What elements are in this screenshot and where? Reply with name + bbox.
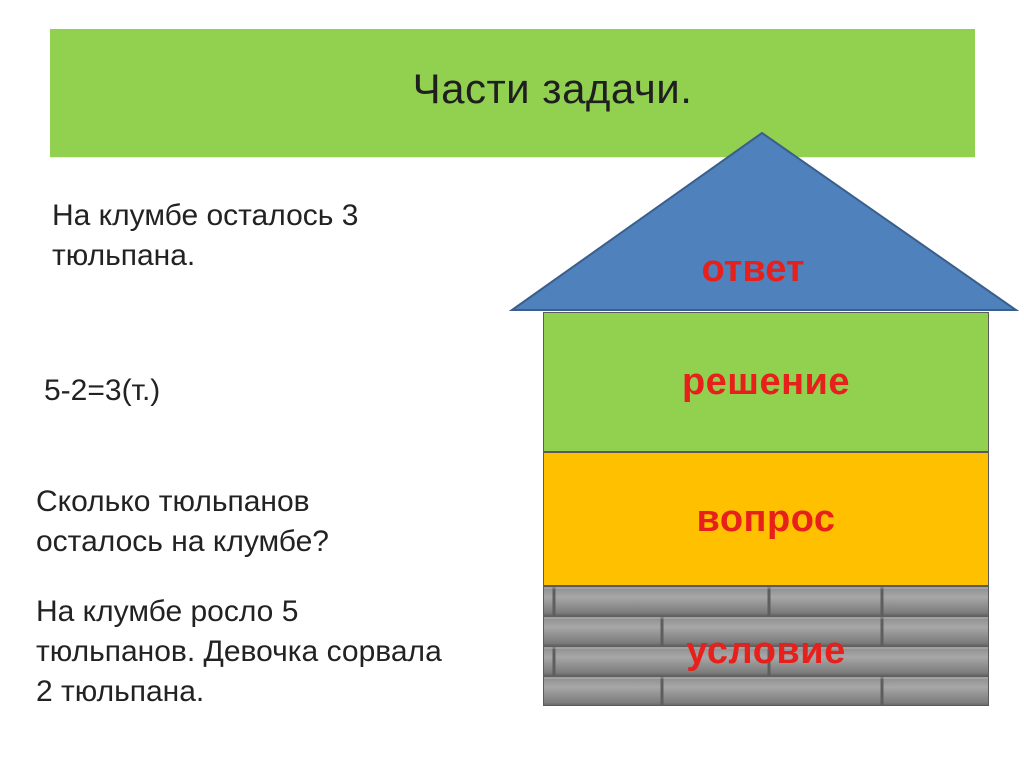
condition-line-3: 2 тюльпана. [36,675,205,708]
title-bar: Части задачи. [50,29,975,158]
house-foundation-condition: условие [543,586,989,706]
condition-line-1: На клумбе росло 5 [36,595,299,628]
house-roof [508,131,1020,311]
house-floor-solution: решение [543,312,989,452]
house-floor-question: вопрос [543,452,989,586]
solution-text: 5-2=3(т.) [44,371,160,411]
slide-title: Части задачи. [412,65,693,112]
brick-pattern [544,587,988,705]
question-text: Сколько тюльпанов осталось на клумбе? [36,482,329,562]
answer-line-2: тюльпана. [52,239,196,272]
floor-label-condition: условие [686,629,846,672]
question-line-1: Сколько тюльпанов [36,485,310,518]
roof-triangle [508,131,1020,311]
floor-label-solution: решение [681,360,851,403]
answer-text: На клумбе осталось 3 тюльпана. [52,196,358,276]
roof-label-answer: ответ [701,248,805,290]
solution-expression: 5-2=3(т.) [44,374,161,407]
answer-line-1: На клумбе осталось 3 [52,199,359,232]
condition-line-2: тюльпанов. Девочка сорвала [36,635,442,668]
question-line-2: осталось на клумбе? [36,525,329,558]
floor-label-question: вопрос [696,497,836,540]
condition-text: На клумбе росло 5 тюльпанов. Девочка сор… [36,592,442,712]
